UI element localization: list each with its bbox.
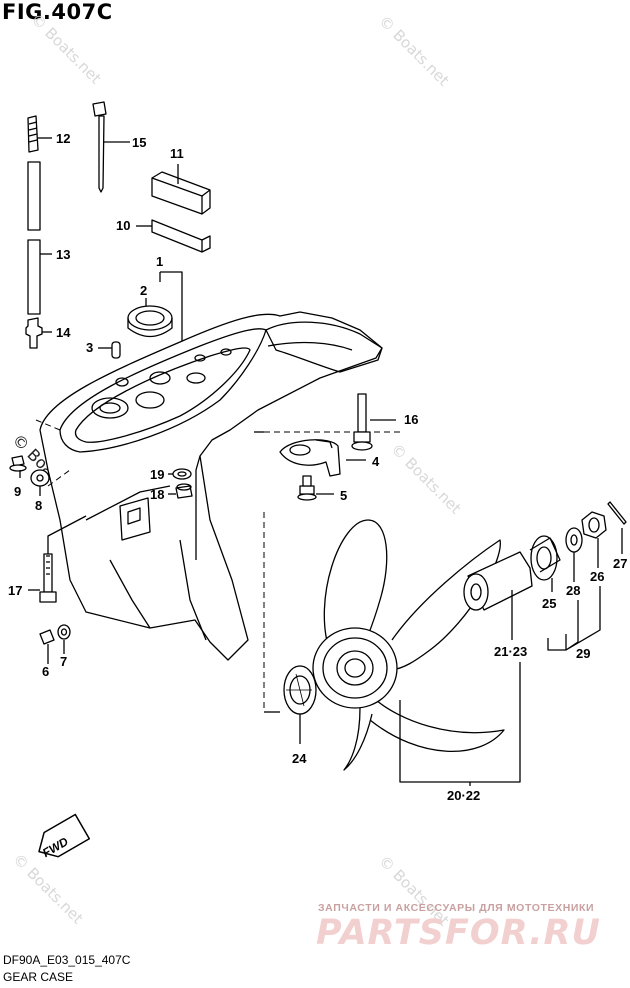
gasket-7-part [57, 624, 71, 654]
callout-3: 3 [86, 340, 94, 355]
washer-19-part [168, 468, 192, 480]
cable-tie-part [92, 101, 130, 193]
callout-16: 16 [404, 412, 419, 427]
dowel-pin-part [98, 341, 121, 359]
callout-5: 5 [340, 488, 348, 503]
bolt-17-part [28, 515, 87, 603]
callout-11: 11 [170, 146, 184, 161]
callout-14: 14 [56, 325, 71, 340]
hose-end-part [27, 115, 52, 153]
callout-13: 13 [56, 247, 71, 262]
callout-10: 10 [116, 218, 131, 233]
callout-25: 25 [542, 596, 557, 611]
trim-tab-part [279, 439, 366, 477]
callout-6: 6 [42, 664, 50, 679]
callout-20-22-bracket [399, 662, 521, 783]
strip-part [136, 219, 211, 253]
grommet-part [25, 317, 52, 349]
callout-18: 18 [150, 487, 165, 502]
bearing-part [127, 298, 173, 338]
watermark-shop-logo: PARTSFOR.RU [316, 913, 601, 953]
spline-washer-25-part [529, 535, 561, 592]
washer-8-part [30, 469, 50, 496]
propeller-part [312, 519, 505, 771]
washer-28-part [565, 527, 583, 582]
drain-screw-6-part [39, 629, 55, 664]
callout-29: 29 [576, 646, 591, 661]
water-tube-part [27, 161, 52, 315]
callout-15: 15 [132, 135, 147, 150]
callout-4: 4 [372, 454, 380, 469]
assembly-guide-lines [35, 419, 400, 712]
nut-18-part [168, 483, 193, 499]
bolt-9-part [9, 455, 27, 478]
bolt-5-part [297, 475, 334, 501]
spacer-21-23-part [463, 551, 533, 640]
callout-1-bracket [159, 271, 183, 352]
fwd-arrow-badge [38, 813, 91, 858]
callout-27: 27 [613, 556, 628, 571]
callout-2: 2 [140, 283, 148, 298]
figure-code: DF90A_E03_015_407C [3, 953, 131, 967]
callout-1: 1 [156, 254, 164, 269]
callout-28: 28 [566, 583, 581, 598]
callout-29-bracket [547, 586, 601, 651]
callout-17: 17 [8, 583, 23, 598]
callout-7: 7 [60, 654, 68, 669]
castle-nut-26-part [581, 511, 607, 568]
callout-24: 24 [292, 751, 307, 766]
bolt-16-part [351, 393, 396, 451]
figure-name: GEAR CASE [3, 970, 74, 984]
watermark-shop-tagline: ЗАПЧАСТИ И АКСЕССУАРЫ ДЛЯ МОТОТЕХНИКИ [318, 902, 595, 914]
thrust-washer-24-part [283, 665, 317, 744]
callout-9: 9 [14, 484, 22, 499]
callout-12: 12 [56, 131, 71, 146]
callout-26: 26 [590, 569, 605, 584]
callout-8: 8 [35, 498, 43, 513]
callout-21-23: 21·23 [494, 644, 528, 659]
block-part [151, 164, 211, 215]
gear-case-housing [39, 311, 383, 661]
callout-19: 19 [150, 467, 165, 482]
cotter-pin-27-part [607, 501, 627, 554]
figure-title: FIG.407C [2, 0, 113, 24]
callout-20-22: 20·22 [447, 788, 481, 803]
